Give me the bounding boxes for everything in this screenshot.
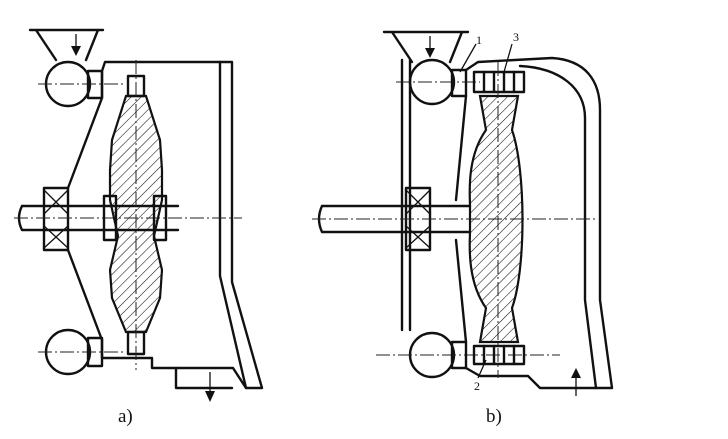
leader-2 — [477, 359, 487, 379]
outlet-arrow-head-b — [571, 368, 581, 378]
nozzle-neck-bottom-b — [450, 340, 468, 370]
casing-left-a — [66, 248, 104, 342]
inlet-funnel-a — [28, 28, 105, 62]
casing-a — [66, 60, 264, 390]
inlet-funnel-b — [382, 30, 470, 64]
part-label-3: 3 — [513, 30, 519, 44]
hub-right-a — [152, 194, 168, 242]
nozzle-neck-bottom-a — [86, 336, 104, 368]
blade-slots-bottom-b — [482, 344, 516, 366]
rotor-disc-b — [468, 94, 524, 344]
blade-crown-bottom-b — [472, 344, 526, 366]
caption-b: b) — [486, 406, 502, 427]
hub-left-a — [102, 194, 118, 242]
leader-1 — [459, 43, 477, 73]
caption-a: a) — [118, 406, 133, 427]
blade-slots-top-b — [482, 70, 516, 94]
bearing-cross-a — [43, 189, 69, 249]
leader-3 — [503, 43, 513, 73]
blade-crown-top-b — [472, 70, 526, 94]
inlet-arrow-head-b — [425, 48, 435, 58]
frame-left-b — [400, 58, 412, 332]
nozzle-neck-top-b — [450, 68, 468, 98]
part-label-1: 1 — [476, 33, 482, 47]
figure-b: 1 3 2 — [312, 30, 614, 396]
outlet-arrow-head-a — [205, 391, 215, 402]
casing-b — [454, 56, 614, 390]
figure-a — [14, 28, 264, 402]
part-label-2: 2 — [474, 379, 480, 393]
bearing-a — [42, 186, 70, 252]
casing-inner-b — [518, 64, 598, 390]
bearing-cross-b — [405, 189, 431, 249]
inlet-arrow-head-a — [71, 46, 81, 56]
